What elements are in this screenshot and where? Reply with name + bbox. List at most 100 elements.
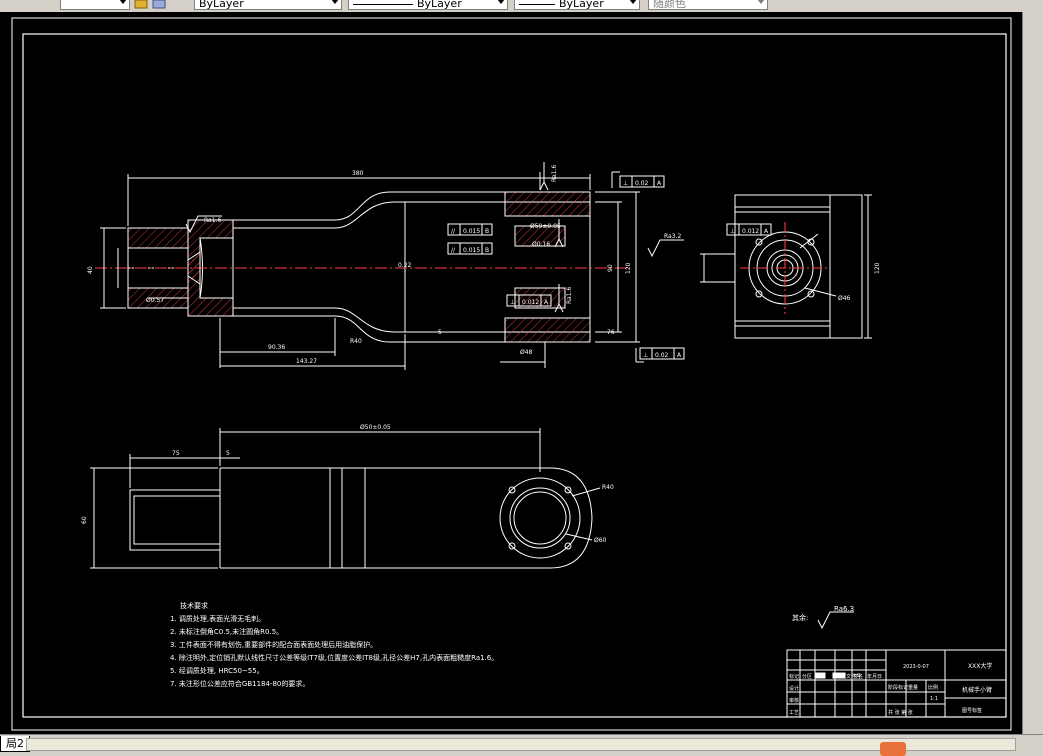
tb-drawing-no: 2023-0-07 [903, 664, 929, 670]
tech-title: 技术要求 [180, 601, 208, 610]
svg-text:⊥: ⊥ [510, 299, 515, 306]
lineweight-preview [519, 3, 555, 5]
plotstyle-dropdown[interactable]: 随颜色 [648, 0, 768, 10]
tb-scale: 1:1 [930, 696, 938, 702]
tol-par-2-ref: B [485, 247, 489, 254]
dim-lower-r: R40 [602, 484, 614, 491]
side-view-labels: 120 Ø46 [838, 262, 881, 302]
layer-dropdown-left[interactable] [60, 0, 130, 10]
tech-item: 7. 未注形位公差应符合GB1184-80的要求。 [170, 679, 309, 688]
front-view-labels: 380 40 Ø0.57 90.36 143.27 R40 0.22 90 12… [87, 170, 632, 365]
dim-dia-right: Ø46 [838, 295, 851, 302]
dim-front-dia: Ø0.16 [532, 241, 550, 248]
svg-text:⊥: ⊥ [730, 228, 735, 235]
chevron-down-icon [629, 0, 637, 4]
tech-requirements: 技术要求 1. 调质处理,表面光滑无毛刺。 2. 未标注倒角C0.5,未注圆角R… [170, 601, 498, 688]
tb-col-label: 签名 [853, 673, 863, 680]
dim-bottom-c: Ø48 [520, 349, 533, 356]
tol-flat-3: 0.012 [522, 299, 539, 306]
roughness-r5: Ra6.3 [834, 605, 854, 613]
dim-len-a: 90.36 [268, 344, 285, 351]
dim-bottom-b: 76 [607, 329, 615, 336]
dim-height-a: 90 [607, 264, 614, 272]
tb-material: 图号标签 [962, 707, 982, 714]
tb-stage-label: 阶段标记 [888, 684, 908, 691]
tab-layout2[interactable]: 局2 [0, 736, 30, 752]
linetype-value: ByLayer [417, 0, 462, 10]
tb-stage-label: 比例 [928, 684, 938, 691]
color-dropdown[interactable]: ByLayer [194, 0, 342, 10]
title-block [786, 649, 1007, 718]
chevron-down-icon [757, 0, 765, 4]
dim-overall-length: 380 [352, 170, 364, 177]
dim-chamfer: R40 [350, 338, 362, 345]
svg-text://: // [451, 247, 456, 254]
top-view-labels: Ø50±0.05 75 5 60 R40 Ø60 [81, 424, 614, 544]
dim-len-b: 143.27 [296, 358, 317, 365]
title-block-labels: XXX大学 机械手小臂 2023-0-07 1:1 图号标签 标记 设计 审核 … [789, 662, 992, 716]
layer-stack-icon[interactable] [133, 0, 173, 10]
lineweight-dropdown[interactable]: ByLayer [514, 0, 640, 10]
layout-tab-bar: 局2 [0, 734, 1043, 754]
roughness-r4: Ra3.2 [664, 233, 681, 240]
tol-flat-2: 0.02 [655, 352, 669, 359]
roughness-r2: Ra1.6 [551, 165, 558, 182]
dim-bottom-a: 5 [438, 329, 442, 336]
tb-stage-label: 重量 [908, 684, 918, 691]
tb-col-label: 年月日 [867, 673, 882, 680]
roughness-labels: Ra1.6 Ra1.6 Ra1.6 Ra3.2 Ra6.3 其余: [204, 165, 854, 622]
svg-text:⊥: ⊥ [623, 180, 628, 187]
outer-frame [11, 17, 1012, 731]
tolerance-labels: // 0.015 B // 0.015 B ⊥ 0.02 A ⊥ 0.02 A … [451, 180, 769, 359]
dim-lower-height: 60 [81, 516, 88, 524]
dim-lower-len-b: 5 [226, 450, 230, 457]
tol-flat-3-ref: A [544, 299, 549, 306]
tb-school: XXX大学 [968, 662, 992, 670]
linetype-preview [353, 3, 413, 5]
tol-flat-1: 0.02 [635, 180, 649, 187]
svg-text:⊥: ⊥ [643, 352, 648, 359]
chevron-down-icon [119, 0, 127, 4]
chevron-down-icon [497, 0, 505, 4]
roughness-rest-label: 其余: [792, 613, 808, 622]
tech-item: 4. 除注明外,定位销孔默认线性尺寸公差等级IT7级,位置度公差IT8级,孔径公… [170, 653, 498, 662]
roughness-symbols [185, 162, 854, 630]
drawing-canvas[interactable]: 380 40 Ø0.57 90.36 143.27 R40 0.22 90 12… [0, 12, 1022, 734]
tol-flat-1-ref: A [657, 180, 662, 187]
dim-top-length: Ø50±0.05 [530, 223, 561, 230]
inner-frame [22, 33, 1007, 718]
tech-item: 2. 未标注倒角C0.5,未注圆角R0.5。 [170, 627, 283, 636]
tech-item: 5. 经调质处理, HRC50~55。 [170, 666, 264, 675]
svg-text://: // [451, 228, 456, 235]
horizontal-scrollbar[interactable] [26, 738, 1016, 751]
tol-par-2: 0.015 [463, 247, 480, 254]
tb-row-label: 工艺 [789, 710, 799, 716]
side-view [700, 194, 872, 339]
tol-perp-1: 0.012 [742, 228, 759, 235]
dim-lower-len-a: 75 [172, 450, 180, 457]
top-view [90, 428, 601, 569]
tb-sheet-info: 共 张 第 张 [888, 709, 913, 716]
dim-left: 40 [87, 266, 94, 274]
tb-row-label: 标记 [789, 673, 799, 680]
linetype-dropdown[interactable]: ByLayer [348, 0, 508, 10]
vertical-scrollbar[interactable] [1022, 12, 1043, 734]
tb-col-label: 更改文件号 [836, 673, 861, 680]
chevron-down-icon [331, 0, 339, 4]
tol-flat-2-ref: A [677, 352, 682, 359]
tb-col-label: 分区 [802, 673, 812, 680]
tech-item: 1. 调质处理,表面光滑无毛刺。 [170, 614, 265, 623]
cad-drawing: 380 40 Ø0.57 90.36 143.27 R40 0.22 90 12… [11, 17, 1012, 731]
dim-height-b: 120 [625, 262, 632, 274]
dim-lower-dia: Ø60 [594, 537, 607, 544]
plotstyle-value: 随颜色 [653, 0, 686, 10]
tol-perp-1-ref: A [764, 228, 769, 235]
tb-part-name: 机械手小臂 [962, 686, 992, 694]
tol-par-1-ref: B [485, 228, 489, 235]
app-tray-icon[interactable] [880, 742, 906, 756]
tolerance-frames [447, 175, 772, 360]
front-view [95, 171, 644, 370]
color-value: ByLayer [199, 0, 244, 10]
dim-width-right: 120 [874, 262, 881, 274]
dim-center: 0.22 [398, 262, 412, 269]
